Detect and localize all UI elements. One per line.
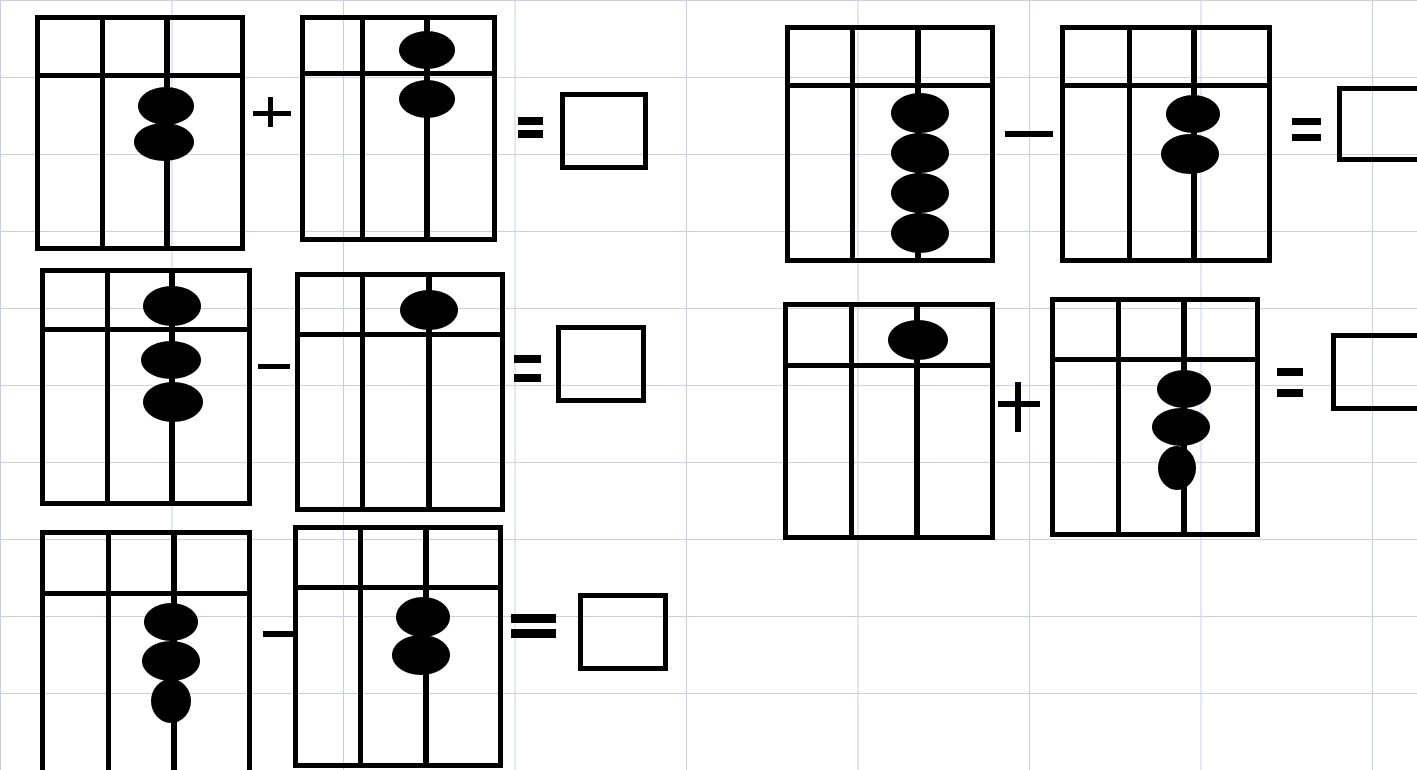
abacus-bead [891,133,949,173]
abacus-3b [295,272,505,512]
abacus-beam [40,73,240,78]
abacus-3a [40,268,252,506]
abacus-bead [396,597,450,637]
abacus-4a [783,302,995,540]
abacus-bead [400,290,458,330]
abacus-rod [850,30,855,258]
abacus-bead [151,679,191,723]
abacus-1a [35,15,245,251]
abacus-beam [300,332,500,337]
abacus-bead [891,93,949,133]
answer-box-1[interactable] [560,92,648,170]
abacus-2b [1060,25,1272,263]
abacus-bead [1158,446,1196,490]
abacus-bead [1152,408,1210,446]
abacus-bead [891,213,949,253]
answer-box-4[interactable] [1331,333,1417,411]
abacus-4b [1050,297,1260,537]
abacus-bead [143,382,203,422]
abacus-rod [360,20,365,237]
abacus-beam [305,71,492,76]
abacus-bead [1166,95,1220,133]
abacus-rod [105,273,110,501]
abacus-rod [100,20,105,246]
abacus-beam [45,327,247,332]
abacus-bead [392,635,450,675]
abacus-5a [40,530,252,770]
abacus-beam [298,585,498,590]
answer-box-5[interactable] [578,593,668,671]
abacus-rod [1116,302,1121,532]
abacus-bead [399,80,455,118]
abacus-beam [790,83,990,88]
abacus-beam [45,591,247,596]
abacus-bead [1157,370,1211,408]
abacus-rod [1127,30,1132,258]
abacus-beam [788,363,990,368]
abacus-beam [1055,357,1255,362]
abacus-rod [358,530,363,763]
abacus-bead [134,123,194,161]
answer-box-3[interactable] [556,325,646,403]
abacus-1b [300,15,497,242]
abacus-bead [144,603,198,641]
abacus-beam [1065,83,1267,88]
abacus-5b [293,525,503,768]
abacus-bead [143,286,201,326]
abacus-rod [849,307,854,535]
abacus-rod [360,277,365,507]
abacus-2a [785,25,995,263]
abacus-rod [106,535,111,770]
abacus-bead [891,173,949,213]
abacus-bead [1161,134,1219,174]
abacus-bead [138,87,194,125]
abacus-bead [888,320,948,360]
abacus-bead [141,341,201,379]
abacus-bead [142,641,200,681]
answer-box-2[interactable] [1337,86,1417,162]
abacus-bead [399,31,455,69]
